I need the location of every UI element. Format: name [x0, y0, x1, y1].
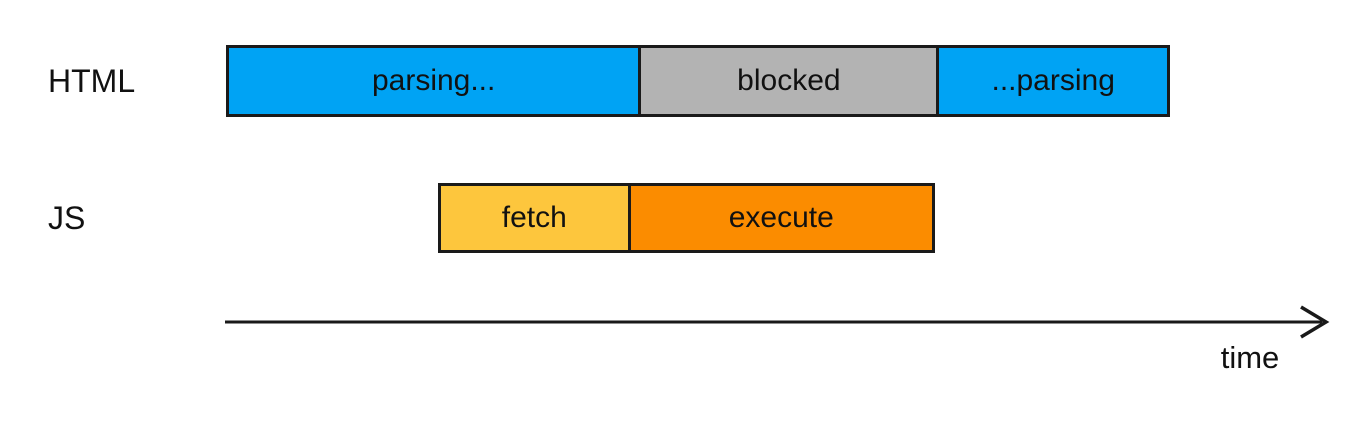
segment-parsing-before-label: parsing...: [371, 64, 496, 97]
segment-parsing-after-label: ...parsing: [991, 64, 1115, 97]
html-timeline-bar: parsing... blocked ...parsing: [226, 45, 1170, 117]
row-label-html: HTML: [48, 62, 136, 99]
time-axis-arrowhead-icon: [1300, 305, 1330, 339]
segment-fetch: fetch: [441, 186, 628, 250]
segment-blocked-label: blocked: [737, 64, 841, 97]
segment-parsing-after: ...parsing: [936, 48, 1167, 114]
row-label-js: JS: [48, 199, 86, 236]
time-axis-arrow-icon: [225, 305, 1330, 339]
time-axis-label: time: [1220, 340, 1280, 375]
js-timeline-bar: fetch execute: [438, 183, 935, 253]
segment-fetch-label: fetch: [501, 201, 567, 234]
segment-parsing-before: parsing...: [229, 48, 639, 114]
segment-execute-label: execute: [728, 201, 834, 234]
segment-blocked: blocked: [638, 48, 937, 114]
segment-execute: execute: [627, 186, 932, 250]
